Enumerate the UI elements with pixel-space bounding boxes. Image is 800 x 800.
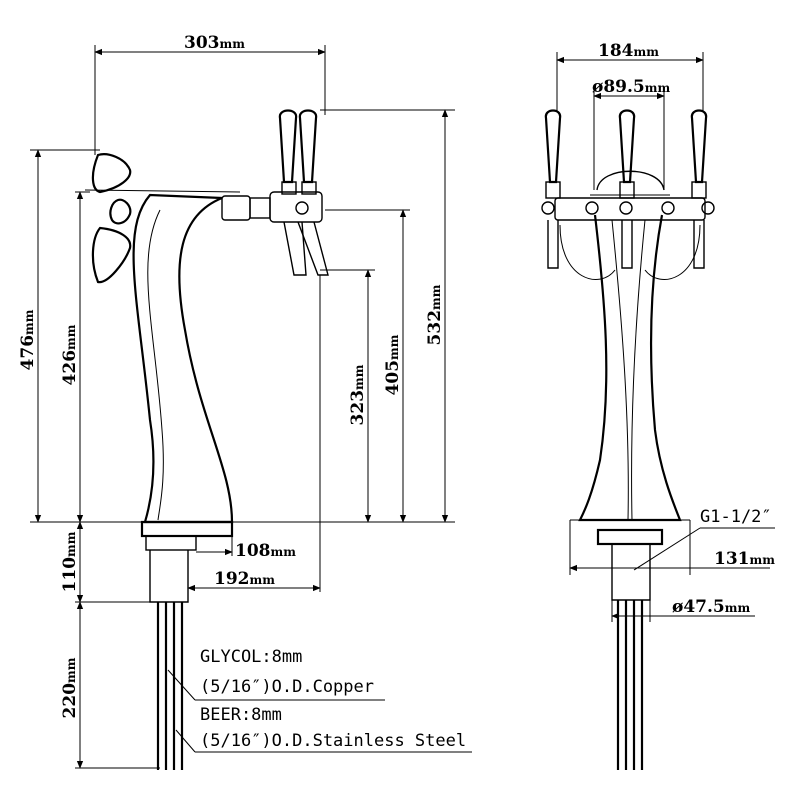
dim-dia-47: ø47.5mm bbox=[672, 597, 750, 617]
tower-body bbox=[84, 189, 241, 524]
dim-height-426: 426mm bbox=[60, 324, 80, 385]
note-glycol: GLYCOL:8mm bbox=[200, 647, 302, 667]
dim-width-184: 184mm bbox=[598, 41, 659, 61]
dim-height-323: 323mm bbox=[348, 364, 368, 425]
tap-center bbox=[618, 109, 636, 269]
dim-height-476: 476mm bbox=[18, 309, 38, 370]
dimension-lines bbox=[34, 48, 449, 769]
dim-base-108: 108mm bbox=[235, 541, 296, 561]
faucet-bar bbox=[541, 197, 715, 221]
dim-lines-220: 220mm bbox=[60, 657, 80, 718]
medallion-back bbox=[91, 153, 132, 284]
tap-right bbox=[690, 109, 708, 269]
dim-height-532: 532mm bbox=[425, 284, 445, 345]
dim-width-top: 303mm bbox=[184, 33, 245, 53]
front-view: 184mm ø89.5mm G1-1/2″ 131mm ø47.5mm bbox=[541, 41, 775, 770]
lines-side bbox=[156, 602, 184, 770]
dim-reach-192: 192mm bbox=[214, 569, 275, 589]
tap-handles-side bbox=[278, 109, 318, 195]
dimension-lines-front bbox=[556, 56, 775, 620]
extension-lines-front bbox=[556, 52, 704, 622]
dim-thread: G1-1/2″ bbox=[700, 507, 772, 527]
note-beer: BEER:8mm bbox=[200, 705, 282, 725]
dim-base-131: 131mm bbox=[714, 549, 775, 569]
dimension-labels-front: 184mm ø89.5mm G1-1/2″ 131mm ø47.5mm bbox=[592, 41, 775, 617]
line-notes: GLYCOL:8mm (5/16″)O.D.Copper BEER:8mm (5… bbox=[167, 647, 472, 753]
tower-body-front bbox=[559, 214, 701, 522]
note-glycol-spec: (5/16″)O.D.Copper bbox=[200, 677, 374, 697]
note-beer-spec: (5/16″)O.D.Stainless Steel bbox=[200, 731, 466, 751]
base-front bbox=[596, 528, 664, 770]
base-side bbox=[140, 520, 234, 603]
dim-dia-89: ø89.5mm bbox=[592, 77, 670, 97]
dim-shank-110: 110mm bbox=[60, 531, 80, 592]
side-view: 303mm 476mm 426mm 532mm 405mm 323mm 108m… bbox=[18, 33, 472, 770]
tap-left bbox=[544, 109, 562, 269]
dim-height-405: 405mm bbox=[383, 334, 403, 395]
dimension-labels: 303mm 476mm 426mm 532mm 405mm 323mm 108m… bbox=[18, 33, 445, 718]
faucet-side bbox=[221, 191, 329, 276]
